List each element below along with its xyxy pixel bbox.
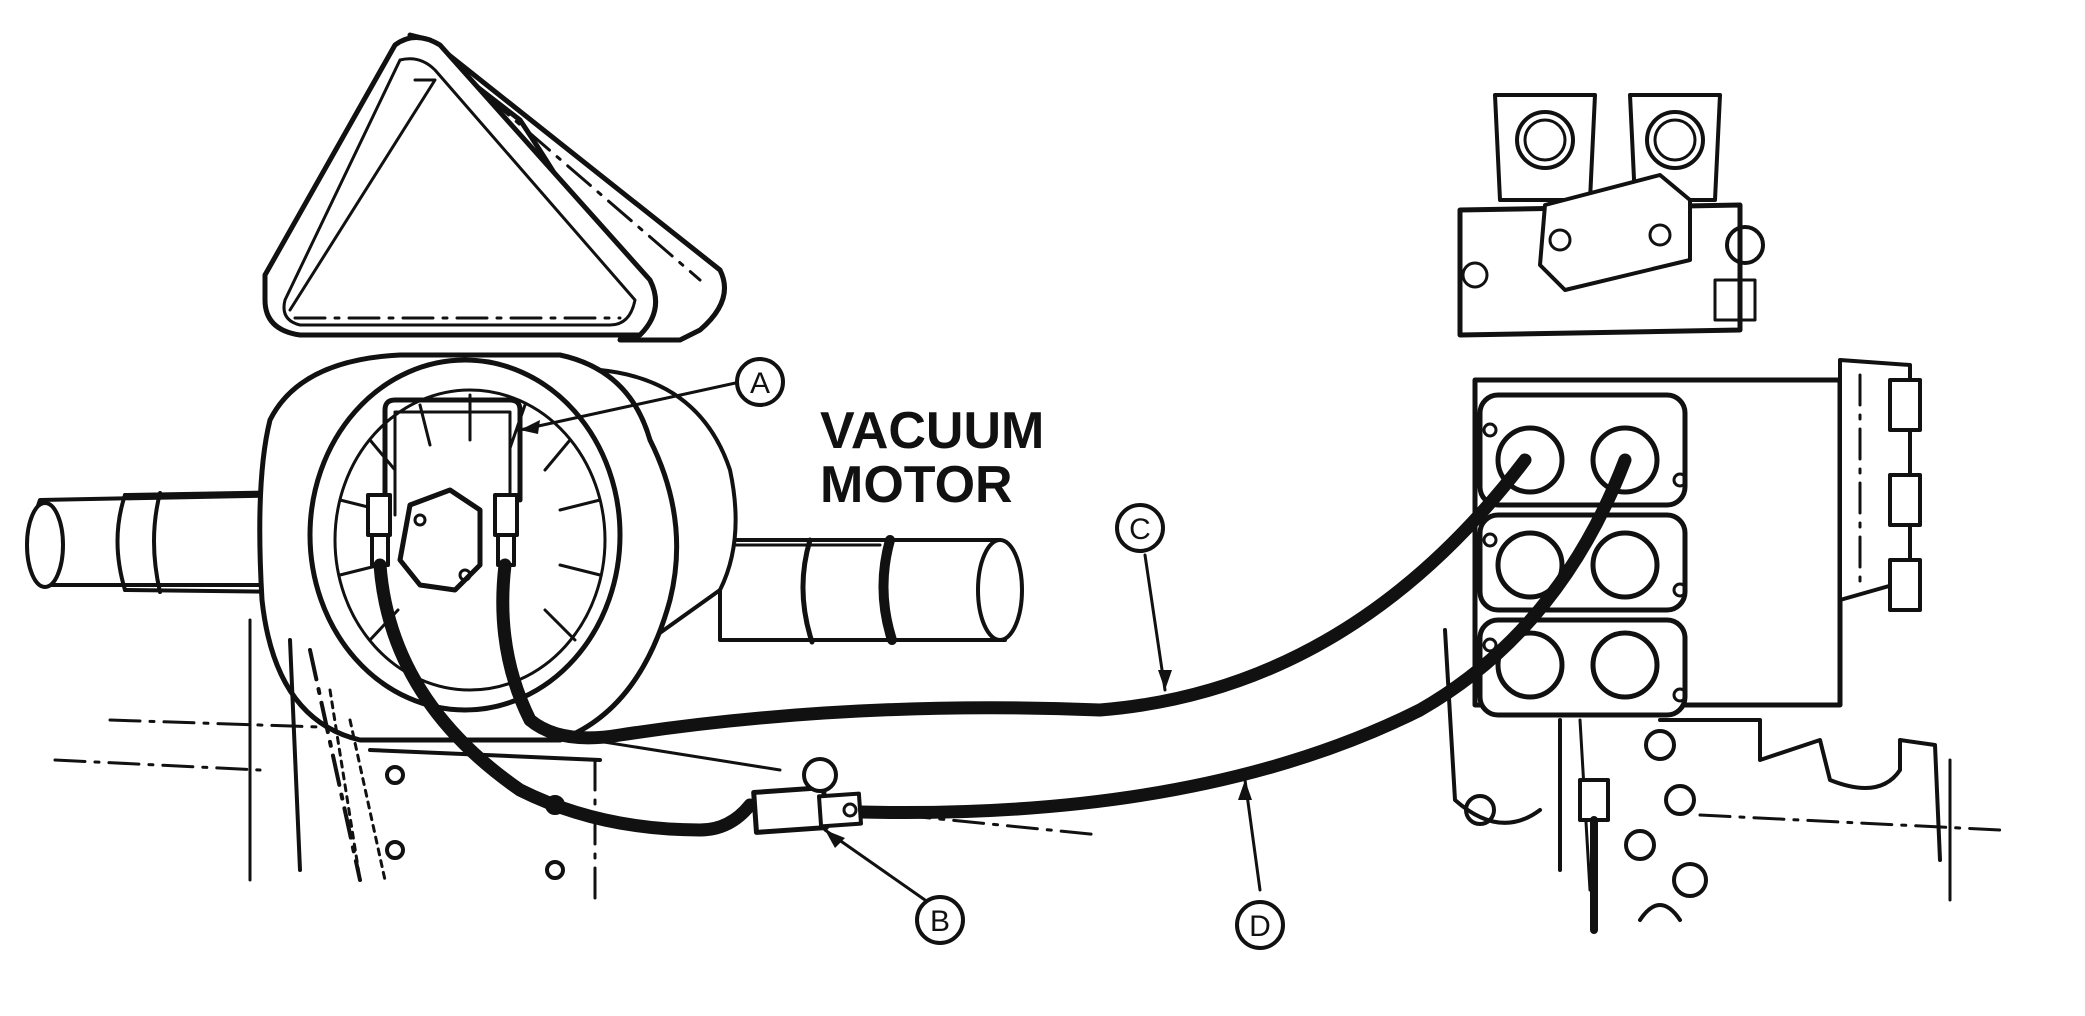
leader-c <box>1143 553 1167 692</box>
valve-section-2 <box>1477 512 1688 613</box>
leader-a <box>518 380 742 432</box>
hose-d-motor-segment <box>373 558 757 837</box>
hose-d-valve-segment <box>853 453 1632 820</box>
control-valve-assembly <box>1443 93 2002 934</box>
diagram-title: VACUUM MOTOR <box>820 402 1044 514</box>
leader-lines <box>518 380 1262 902</box>
spool-end-caps <box>1888 378 1922 612</box>
smv-triangle-emblem <box>262 32 727 343</box>
callout-d-letter: D <box>1249 910 1271 943</box>
callout-a: A <box>735 357 785 407</box>
valve-section-1 <box>1477 392 1688 508</box>
hose-c <box>496 453 1532 745</box>
right-axle-tube <box>718 535 1024 645</box>
hoses <box>373 453 1632 837</box>
callout-c-letter: C <box>1129 513 1151 546</box>
title-line-1: VACUUM <box>820 402 1044 460</box>
callout-c: C <box>1115 503 1165 553</box>
callout-a-letter: A <box>750 367 770 400</box>
valve-section-3 <box>1477 617 1688 718</box>
vacuum-motor-housing <box>257 352 738 743</box>
callout-d: D <box>1235 900 1285 950</box>
callout-b: B <box>915 895 965 945</box>
callout-b-letter: B <box>930 905 950 938</box>
quick-coupler-b <box>751 757 863 835</box>
title-line-2: MOTOR <box>820 456 1013 514</box>
leader-b <box>823 828 927 902</box>
